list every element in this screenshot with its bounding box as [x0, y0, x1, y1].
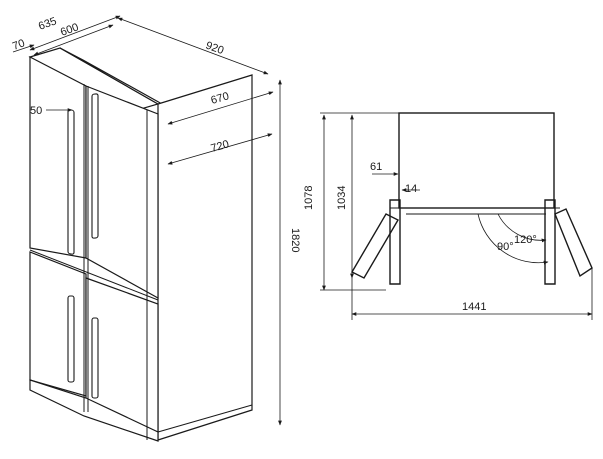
dim-handle-offset: 50	[30, 105, 42, 117]
door-lower-left	[29, 251, 87, 397]
dim-inner-depth: 670	[210, 90, 231, 107]
dim-width: 920	[204, 40, 225, 58]
dim-angle-right: 90°	[497, 241, 514, 253]
dim-plan-depth-total: 1078	[303, 186, 315, 210]
dim-height: 1820	[289, 228, 301, 252]
dim-door-gap: 61	[370, 161, 382, 173]
dim-open-depth: 720	[210, 138, 231, 155]
plan-right-door-open	[554, 208, 593, 278]
fridge-isometric-view: 635 600 70 920 50 670 720 1820	[11, 15, 301, 442]
plan-cabinet	[398, 112, 555, 209]
door-upper-right	[85, 85, 159, 300]
plan-left-door-open	[351, 213, 399, 279]
plan-right-door-closed	[544, 199, 556, 285]
dim-plan-depth-body: 1034	[336, 186, 348, 210]
arc-angle-120	[497, 213, 547, 243]
handle-lower-left	[67, 295, 75, 383]
dim-offset-top: 70	[11, 37, 27, 52]
dim-door-thickness: 14	[405, 183, 417, 195]
fridge-side-face	[157, 74, 253, 441]
handle-upper-right	[91, 93, 99, 239]
dim-angle-open: 120°	[514, 234, 537, 246]
dim-plan-width-open: 1441	[462, 301, 486, 313]
fridge-plan-view: 1078 1034 61 14 120° 90° 1441	[303, 112, 593, 320]
plan-left-door-closed	[389, 199, 401, 285]
handle-lower-right	[91, 317, 99, 399]
door-upper-left	[29, 56, 87, 259]
arc-angle-90	[477, 213, 549, 265]
dim-depth-body: 600	[59, 21, 80, 39]
handle-upper-left	[67, 109, 75, 255]
dim-depth-total: 635	[37, 15, 58, 33]
fridge-plinth	[29, 379, 159, 442]
